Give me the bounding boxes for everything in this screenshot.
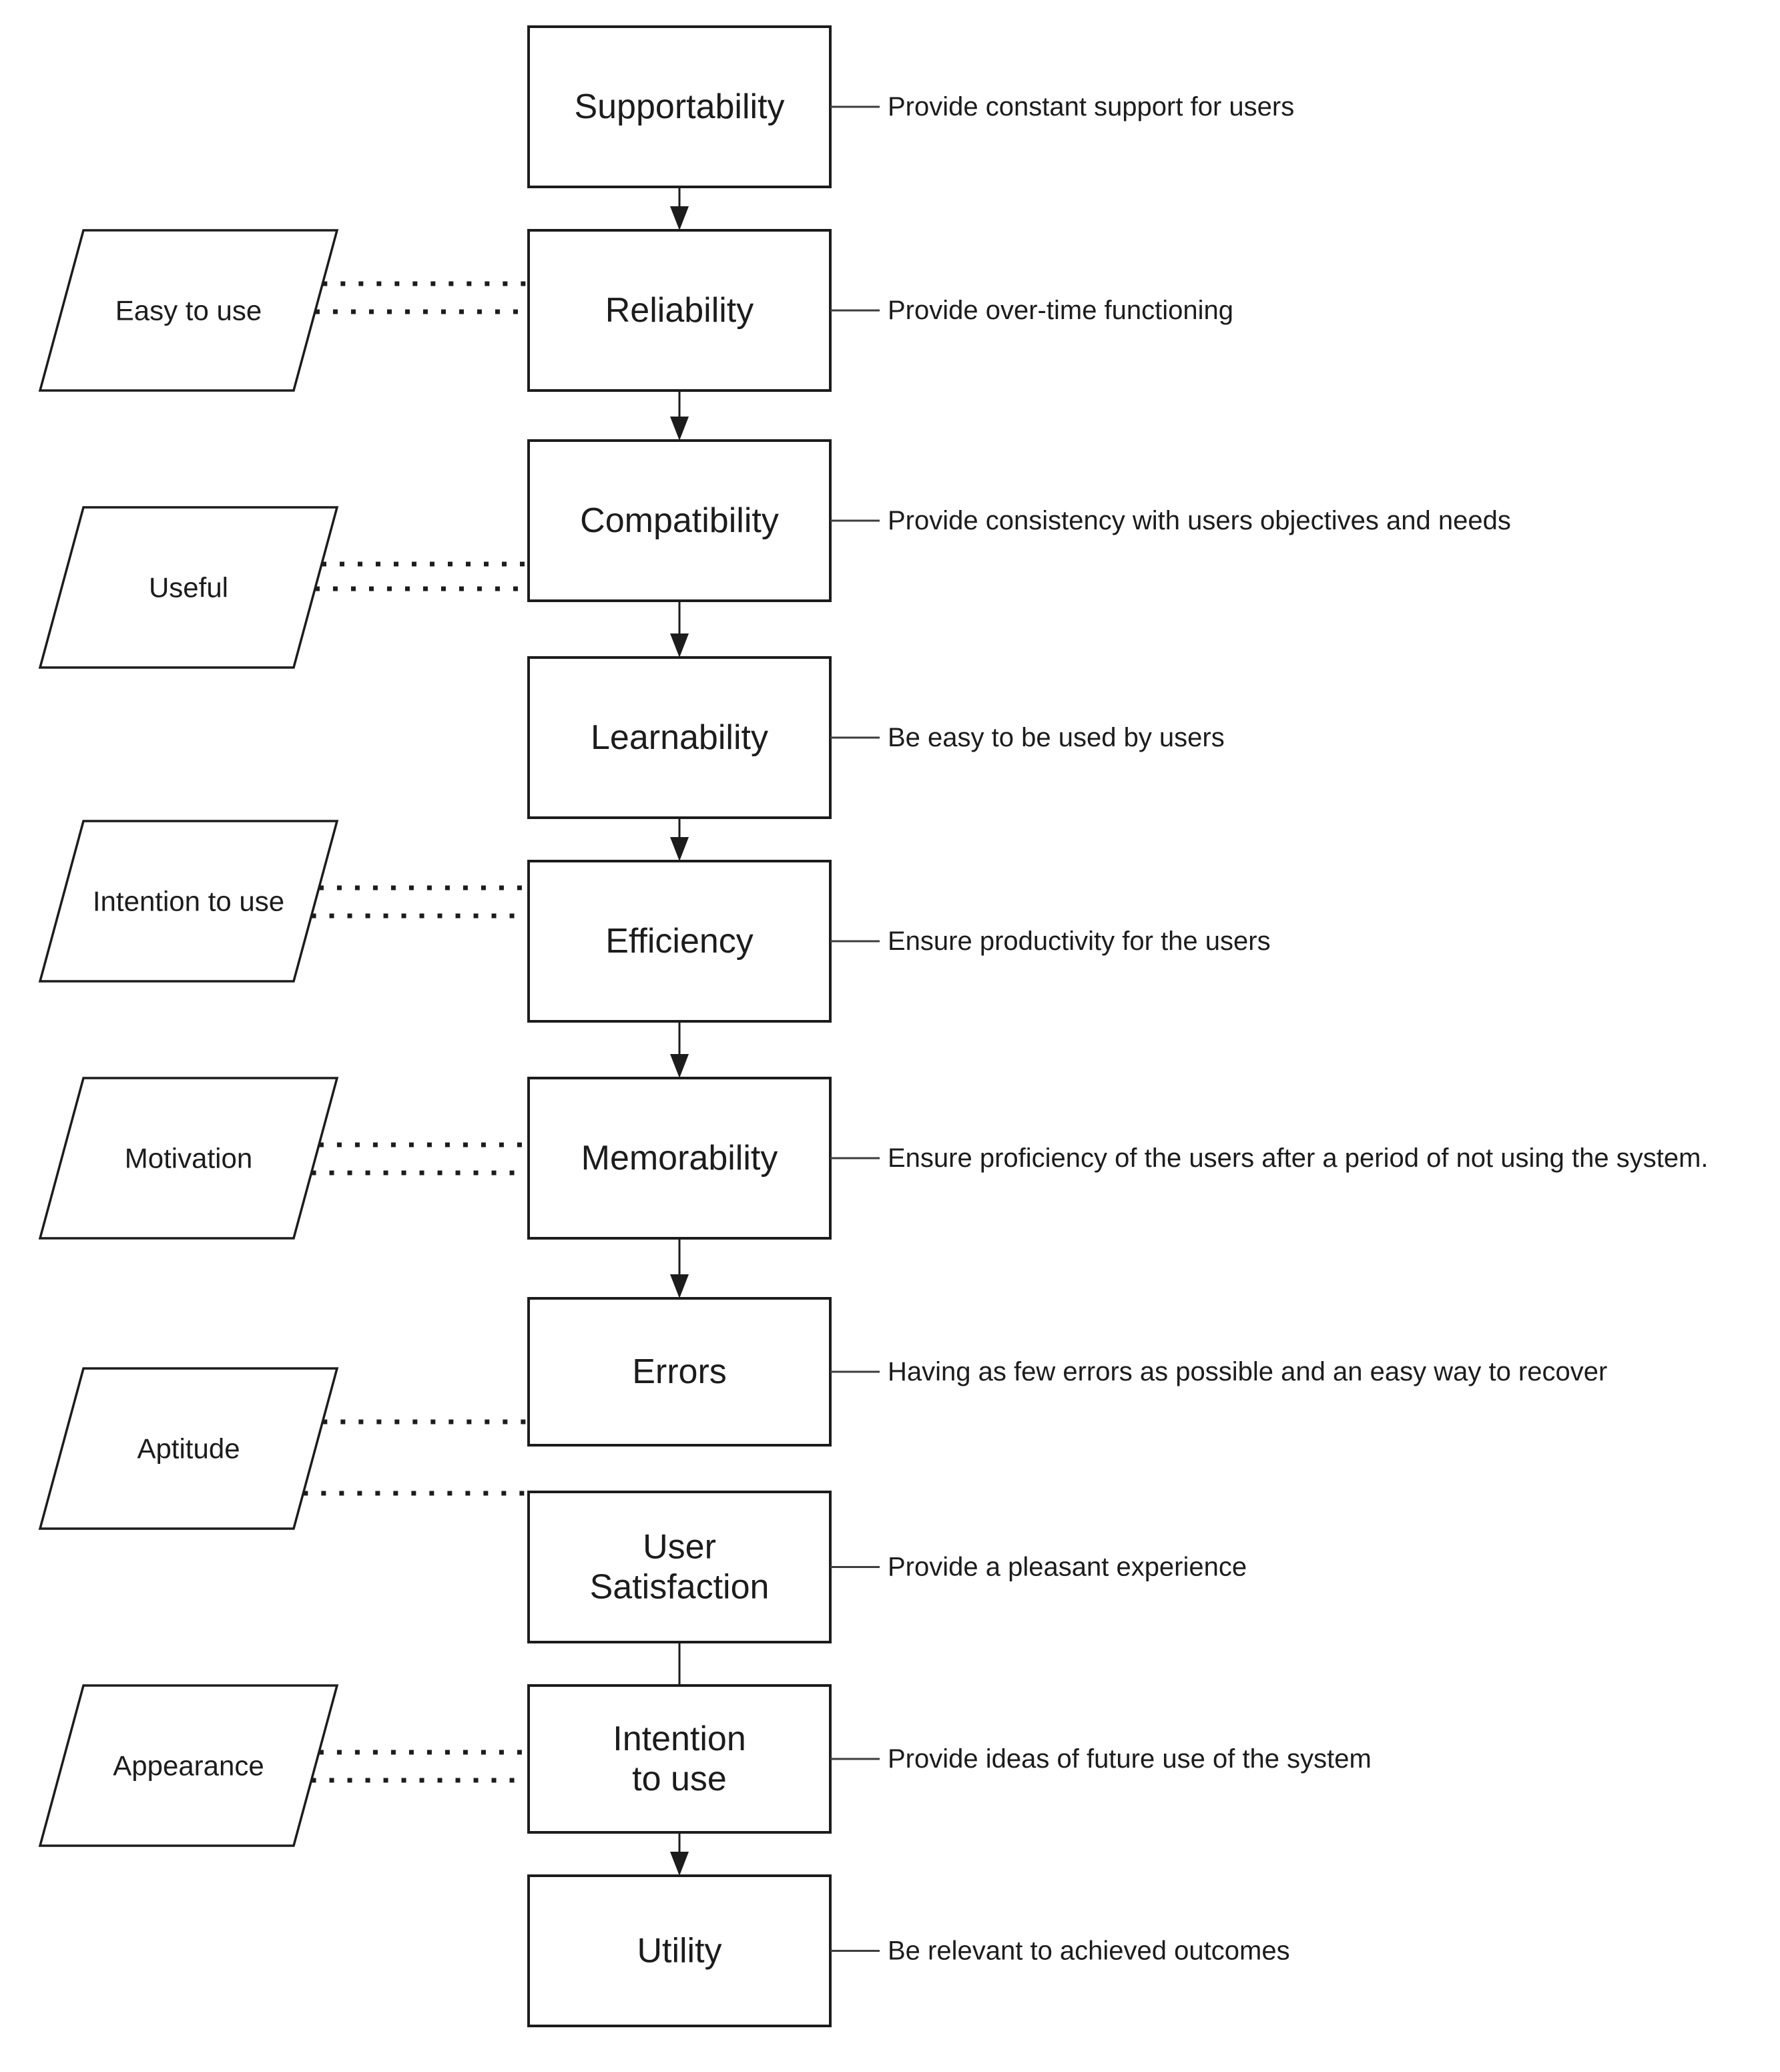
box-shape (527, 1077, 832, 1240)
box-label: Memorability (581, 1139, 778, 1178)
arrow-head-icon (670, 633, 689, 658)
box-description: Provide a pleasant experience (888, 1553, 1247, 1582)
box-label: Reliability (605, 291, 754, 330)
flow-box-reliability: Reliability Provide over-time functioning (527, 229, 1233, 441)
box-label: Satisfaction (590, 1568, 770, 1607)
box-description: Ensure productivity for the users (888, 927, 1271, 956)
flow-box-utility: Utility Be relevant to achieved outcomes (527, 1874, 1290, 2027)
parallelogram-label: Appearance (113, 1750, 264, 1782)
parallelogram-aptitude: Aptitude (38, 1367, 529, 1530)
flow-box-compatibility: Compatibility Provide consistency with us… (527, 439, 1511, 658)
box-shape (527, 25, 832, 188)
box-description: Provide consistency with users objective… (888, 506, 1511, 535)
parallelogram-shape (38, 1684, 339, 1847)
box-label: Intention (613, 1720, 746, 1758)
box-description: Provide over-time functioning (888, 296, 1233, 325)
box-label: Efficiency (605, 922, 754, 961)
box-label: Errors (632, 1352, 727, 1391)
box-description: Be easy to be used by users (888, 723, 1225, 752)
arrow-head-icon (670, 1054, 689, 1078)
box-label: Utility (637, 1932, 721, 1971)
box-description: Ensure proficiency of the users after a … (888, 1143, 1709, 1173)
parallelogram-shape (38, 1367, 339, 1530)
box-shape (527, 1684, 832, 1834)
parallelogram-label: Intention to use (93, 886, 284, 917)
box-shape (527, 1491, 832, 1643)
flow-box-efficiency: Efficiency Ensure productivity for the us… (527, 860, 1271, 1078)
box-shape (527, 1874, 832, 2027)
box-shape (527, 1297, 832, 1447)
parallelogram-label: Useful (149, 572, 228, 603)
box-shape (527, 439, 832, 602)
box-shape (527, 656, 832, 819)
parallelogram-shape (38, 506, 339, 669)
flow-box-learnability: Learnability Be easy to be used by users (527, 656, 1225, 861)
parallelogram-motivation: Motivation (38, 1077, 529, 1240)
parallelogram-label: Easy to use (115, 295, 262, 326)
arrow-head-icon (670, 417, 689, 441)
parallelogram-easy-to-use: Easy to use (38, 229, 529, 392)
parallelogram-shape (38, 820, 339, 983)
box-label: Supportability (574, 87, 784, 126)
box-description: Provide constant support for users (888, 92, 1294, 121)
flow-box-memorability: Memorability Ensure proficiency of the us… (527, 1077, 1709, 1298)
flow-box-errors: Errors Having as few errors as possible a… (527, 1297, 1607, 1447)
box-label: User (643, 1528, 716, 1567)
box-label: to use (632, 1760, 727, 1798)
box-label: Compatibility (580, 501, 779, 540)
parallelogram-label: Aptitude (137, 1433, 240, 1465)
box-description: Provide ideas of future use of the syste… (888, 1744, 1372, 1774)
parallelogram-label: Motivation (125, 1143, 252, 1174)
arrow-head-icon (670, 1852, 689, 1876)
parallelogram-shape (38, 1077, 339, 1240)
parallelogram-shape (38, 229, 339, 392)
flow-box-supportability: Supportability Provide constant support f… (527, 25, 1294, 230)
box-label: Learnability (591, 718, 768, 757)
arrow-head-icon (670, 206, 689, 230)
arrow-head-icon (670, 837, 689, 861)
box-description: Be relevant to achieved outcomes (888, 1936, 1290, 1966)
box-shape (527, 229, 832, 392)
box-description: Having as few errors as possible and an … (888, 1357, 1607, 1386)
parallelogram-appearance: Appearance (38, 1684, 529, 1847)
parallelogram-intention-to-use-para: Intention to use (38, 820, 529, 983)
arrow-head-icon (670, 1274, 689, 1298)
parallelogram-useful: Useful (38, 506, 529, 669)
